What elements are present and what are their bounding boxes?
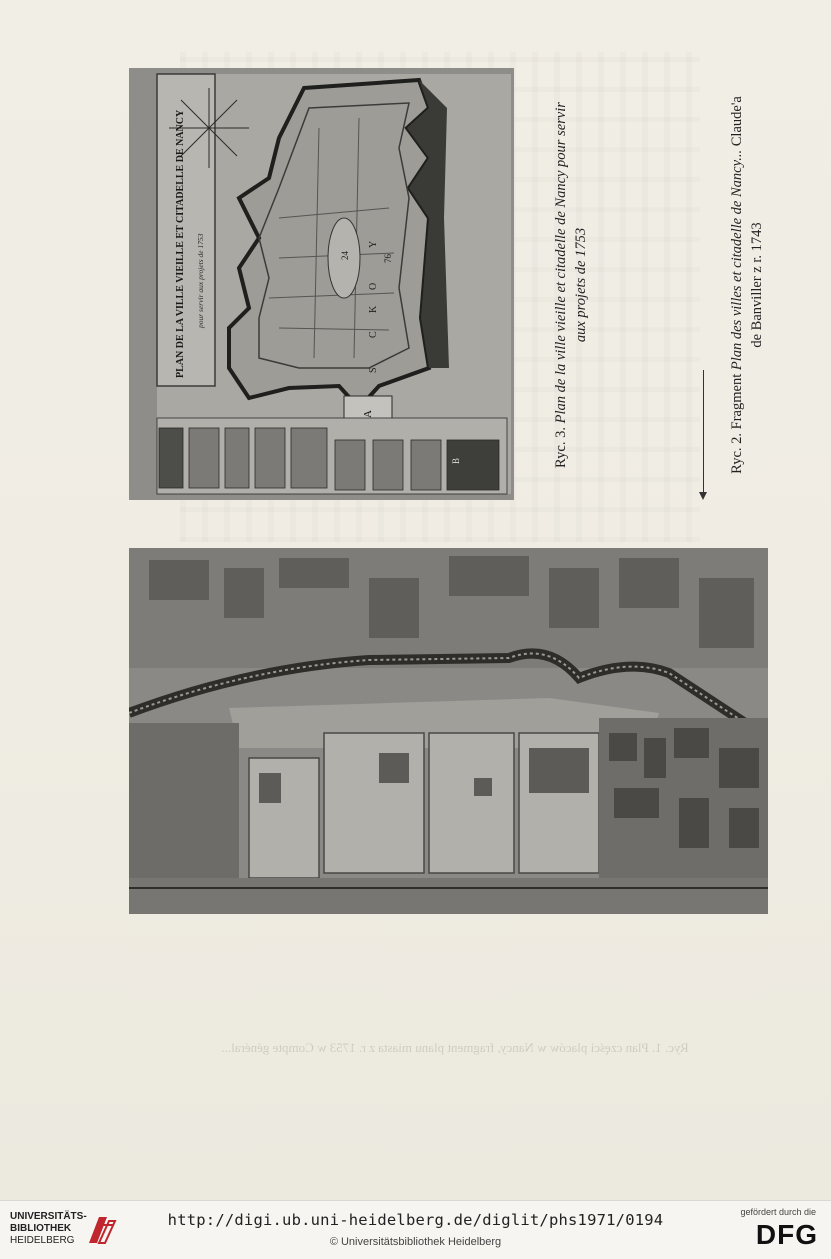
figure-3-caption-title: Plan de la ville vieille et citadelle de…: [553, 102, 569, 424]
dfg-wordmark: DFG: [755, 1219, 818, 1250]
permalink-url[interactable]: http://digi.ub.uni-heidelberg.de/diglit/…: [167, 1211, 664, 1229]
map-letter-k: K: [368, 305, 379, 313]
figure-2-caption-line2: de Banviller z r. 1743: [749, 222, 765, 348]
map-letter-b: B: [451, 458, 461, 464]
map-letter-o: O: [368, 283, 379, 290]
figure-2-caption-suffix: Claude'a: [729, 96, 745, 147]
ub-line3: HEIDELBERG: [10, 1235, 75, 1246]
figure-3-caption: Ryc. 3. Plan de la ville vieille et cita…: [551, 65, 591, 505]
ub-line2: BIBLIOTHEK: [10, 1223, 72, 1234]
map-letter-s: S: [368, 367, 379, 373]
scanned-page: 24 76 C K O S Y A B PLAN DE LA VILLE VIE…: [0, 0, 831, 1200]
map-number-24: 24: [340, 251, 350, 261]
figure-2-pointer-arrow: [699, 370, 707, 500]
figure-3-caption-line2: aux projets de 1753: [573, 227, 589, 343]
new-town-grid: [156, 417, 508, 495]
bleed-through-caption: Ryc. 1. Plan części placów w Nancy, frag…: [221, 1040, 689, 1055]
dfg-label: gefördert durch die: [740, 1207, 816, 1217]
figure-2-caption-prefix: Ryc. 2. Fragment: [729, 373, 745, 474]
compass-rose: [169, 88, 249, 168]
ub-emblem-icon: [89, 1217, 117, 1244]
map-letter-c: C: [368, 331, 379, 338]
copyright-notice: © Universitätsbibliothek Heidelberg: [329, 1236, 502, 1248]
figure-2-caption-line1: Ryc. 2. Fragment Plan des villes et cita…: [727, 65, 747, 505]
map-letter-a: A: [362, 410, 374, 418]
ub-heidelberg-logo[interactable]: UNIVERSITÄTS- BIBLIOTHEK HEIDELBERG: [10, 1211, 120, 1251]
figure-2-caption: Ryc. 2. Fragment Plan des villes et cita…: [727, 65, 767, 505]
ub-line1: UNIVERSITÄTS-: [10, 1211, 87, 1222]
figure-2-caption-title: Plan des villes et citadelle de Nancy...: [729, 149, 745, 371]
figure-3-caption-prefix: Ryc. 3.: [553, 427, 569, 468]
figure-2-map-photo: [129, 548, 768, 914]
map-number-76: 76: [383, 254, 393, 264]
footer-bar: UNIVERSITÄTS- BIBLIOTHEK HEIDELBERG http…: [0, 1200, 831, 1259]
map-letter-y: Y: [368, 241, 379, 248]
dfg-logo[interactable]: gefördert durch die DFG: [738, 1207, 826, 1255]
figure-2-map: [129, 548, 768, 914]
map-title: PLAN DE LA VILLE VIEILLE ET CITADELLE DE…: [175, 109, 186, 378]
figure-3-map: 24 76 C K O S Y A B PLAN DE LA VILLE VIE…: [129, 68, 514, 500]
figure-3-map-photo: 24 76 C K O S Y A B PLAN DE LA VILLE VIE…: [129, 68, 514, 500]
map-subtitle: pour servir aux projets de 1753: [196, 233, 205, 329]
figure-3-caption-line1: Ryc. 3. Plan de la ville vieille et cita…: [551, 65, 571, 505]
